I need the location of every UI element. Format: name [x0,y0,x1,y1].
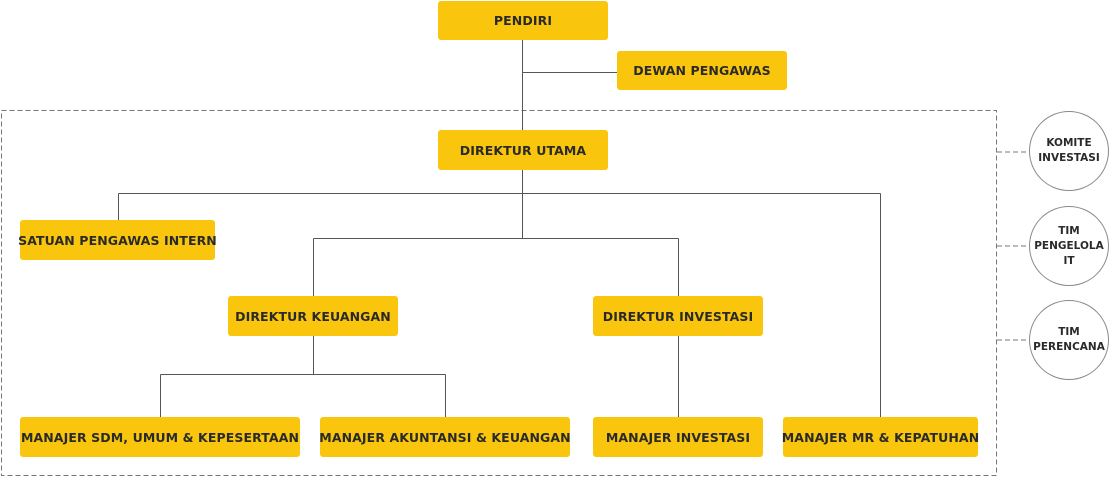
node-manajer-mr: MANAJER MR & KEPATUHAN [782,417,979,457]
node-direktur-keuangan: DIREKTUR KEUANGAN [228,296,398,336]
node-satuan-pengawas-intern: SATUAN PENGAWAS INTERN [18,220,217,260]
committee-tim-perencana: TIM PERENCANA [1029,300,1109,380]
node-pendiri: PENDIRI [438,1,608,40]
node-direktur-investasi: DIREKTUR INVESTASI [593,296,763,336]
management-boundary [1,110,997,476]
node-manajer-sdm: MANAJER SDM, UMUM & KEPESERTAAN [20,417,300,457]
committee-tim-pengelola-it: TIM PENGELOLA IT [1029,206,1109,286]
node-direktur-utama: DIREKTUR UTAMA [438,130,608,170]
node-manajer-akuntansi: MANAJER AKUNTANSI & KEUANGAN [319,417,571,457]
node-dewan-pengawas: DEWAN PENGAWAS [617,51,787,90]
node-manajer-investasi: MANAJER INVESTASI [593,417,763,457]
committee-komite-investasi: KOMITE INVESTASI [1029,111,1109,191]
